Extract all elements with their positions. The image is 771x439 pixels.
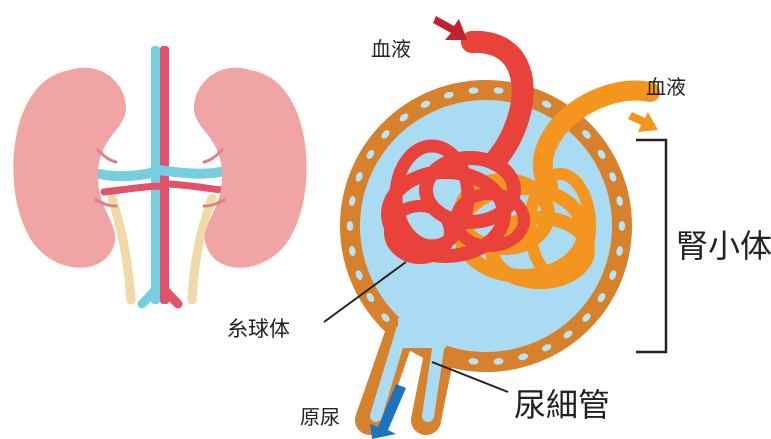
blood-in-arrow [433, 16, 467, 40]
renal-corpuscle-label: 腎小体 [676, 227, 771, 265]
blood-out-arrow [628, 112, 658, 132]
primary-urine-label: 原尿 [300, 405, 340, 429]
renal-corpuscle-bracket [636, 140, 666, 352]
right-renal-artery [165, 184, 222, 190]
tubule-junction-fill [398, 318, 446, 348]
renal-corpuscle-diagram [324, 16, 666, 439]
blood-out-label: 血液 [646, 75, 686, 99]
glomerulus-label: 糸球体 [227, 317, 290, 341]
left-renal-vein [100, 172, 155, 176]
capsule-dot [619, 221, 625, 231]
right-kidney [194, 68, 307, 268]
right-renal-vein [158, 170, 220, 174]
capsule-dot [347, 221, 353, 231]
left-ureter [112, 198, 131, 300]
renal-tubule-label: 尿細管 [514, 386, 610, 424]
kidney-pair [13, 46, 306, 304]
blood-in-label: 血液 [371, 37, 411, 61]
left-kidney [13, 68, 126, 268]
